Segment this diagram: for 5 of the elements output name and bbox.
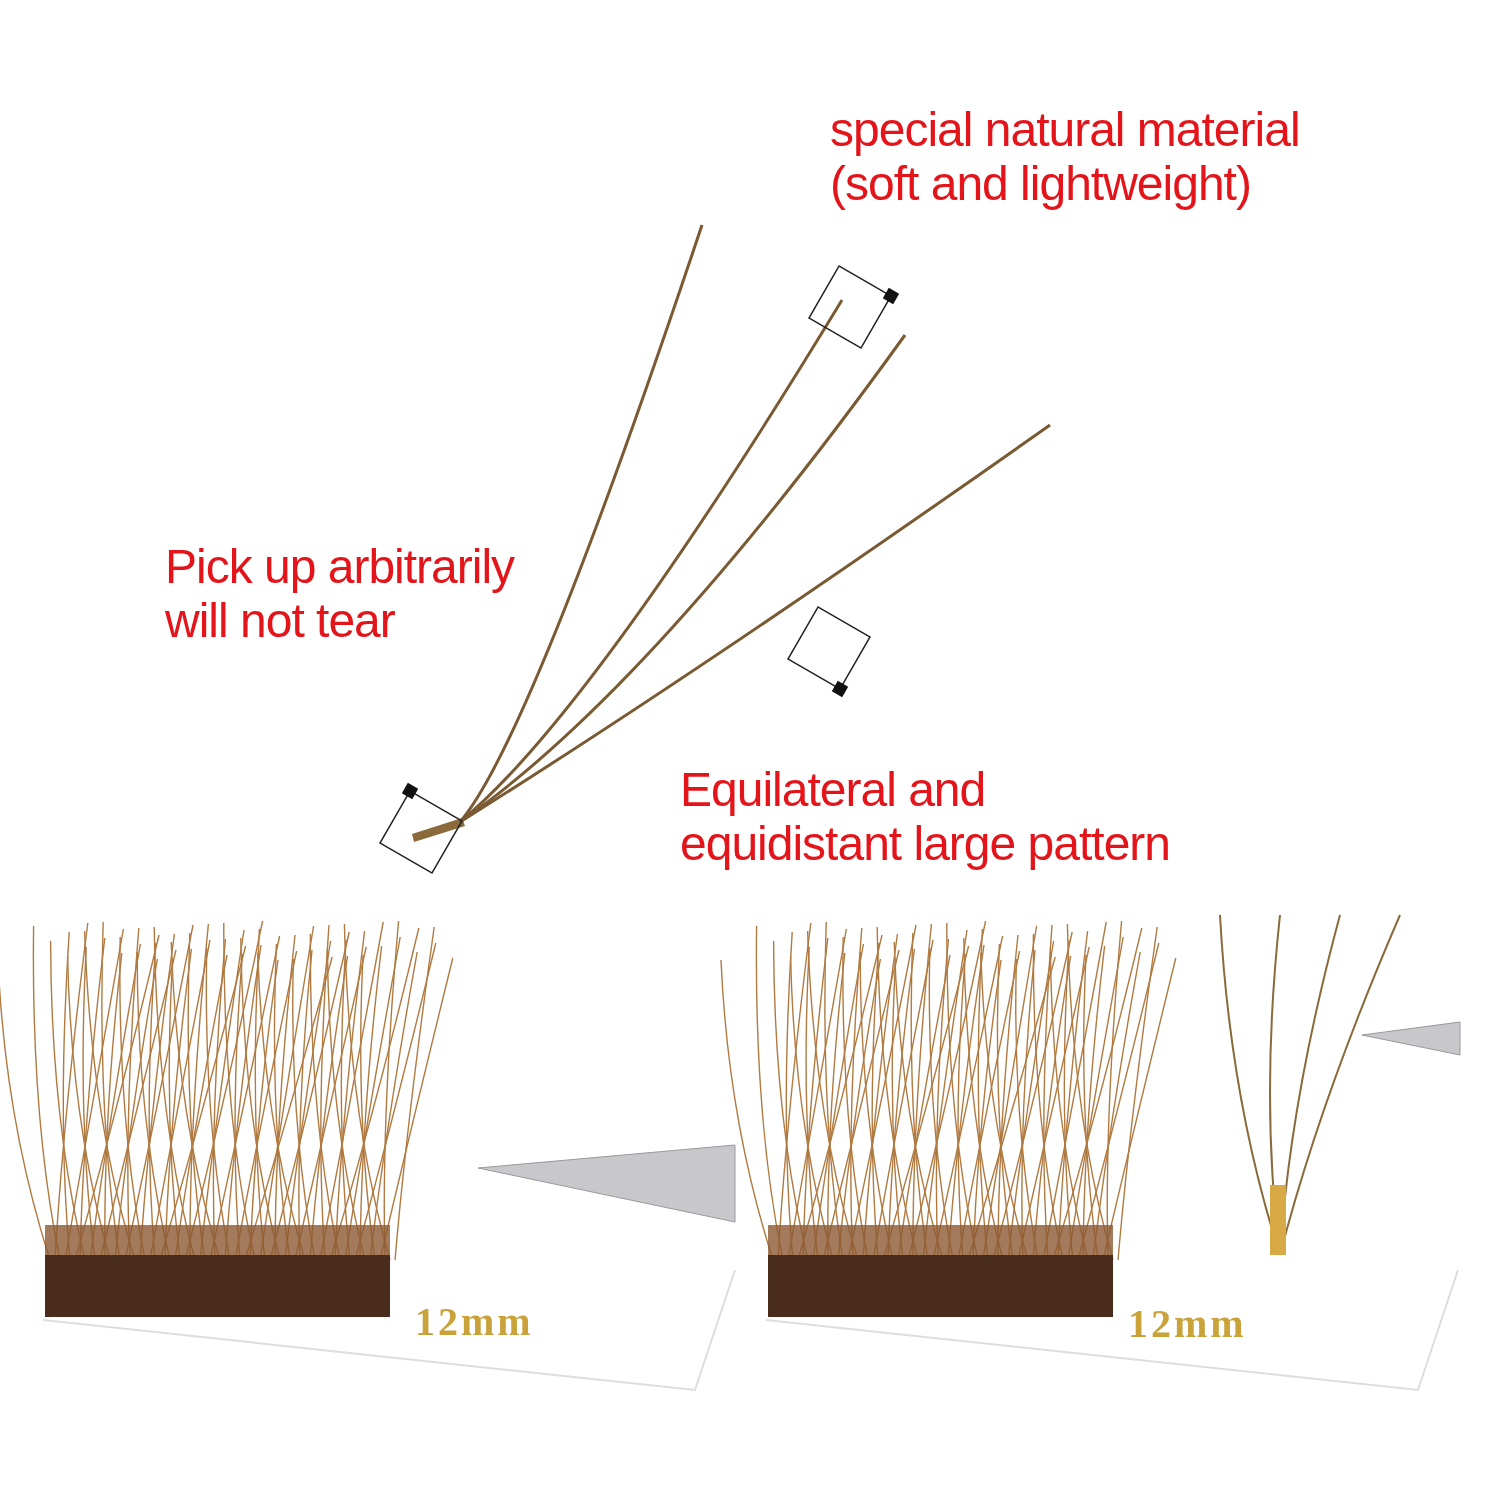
length-label: 12mm xyxy=(1128,1302,1248,1346)
callout-text: Equilateral and equidistant large pattern xyxy=(680,763,1171,871)
callout-text: special natural material (soft and lightweight) xyxy=(830,103,1301,211)
length-label: 12mm xyxy=(415,1300,535,1344)
callout-text: Pick up arbitrarily will not tear xyxy=(165,540,516,648)
